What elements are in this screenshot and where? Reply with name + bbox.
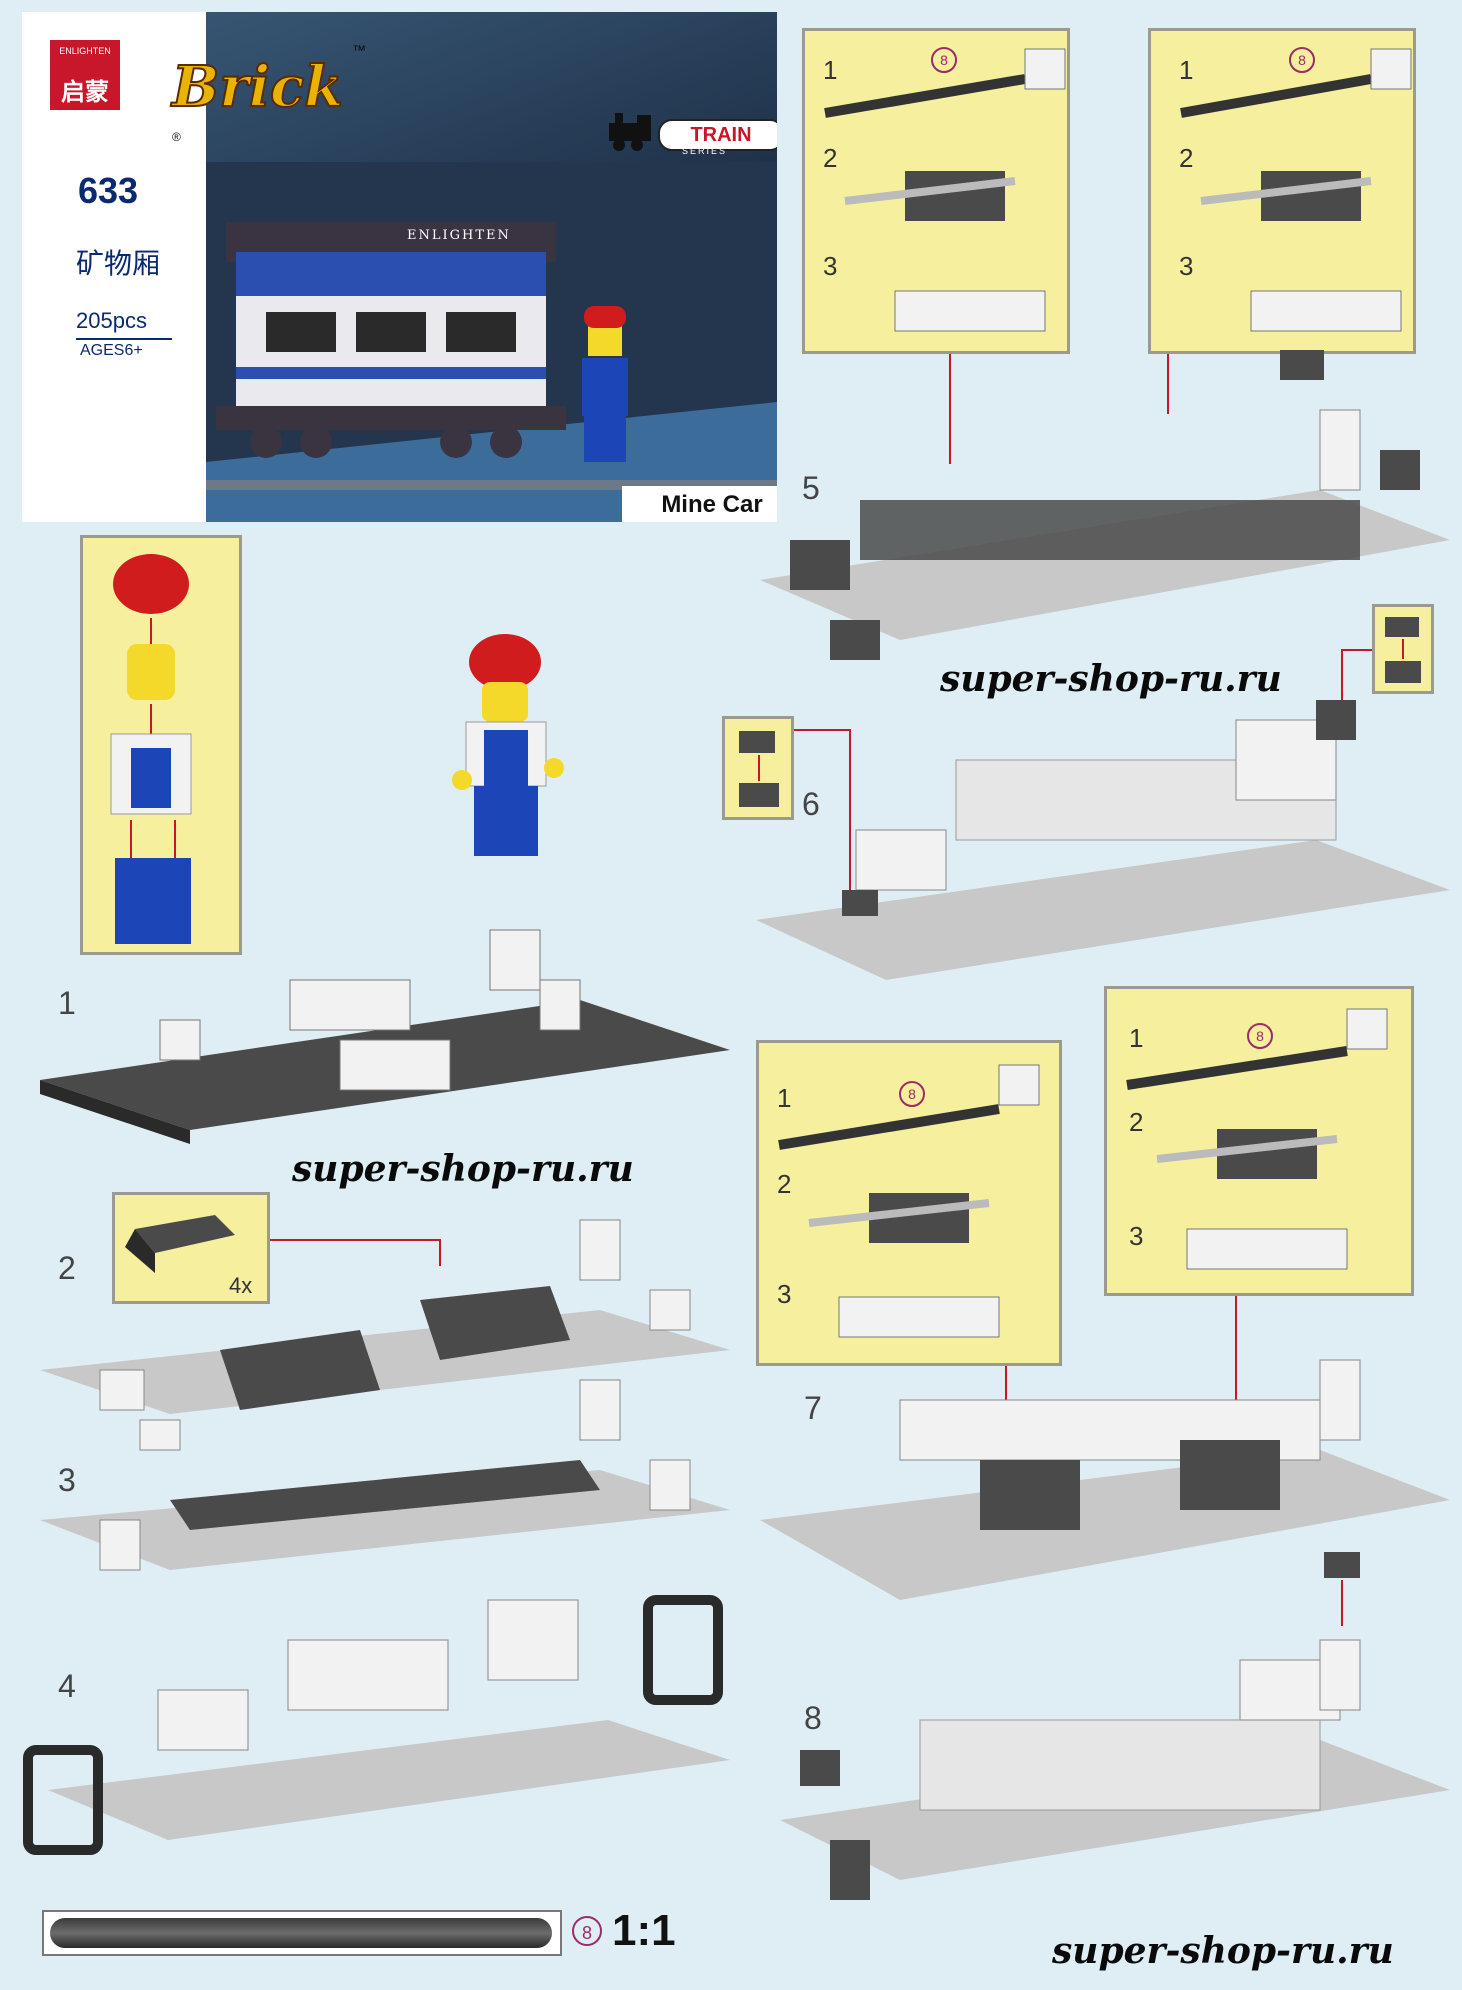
step-5-subassembly-callout-left: 1 2 3 8 xyxy=(802,28,1070,354)
step-number: 5 xyxy=(802,470,820,506)
step-7-subassembly-callout-left: 1 2 3 8 xyxy=(756,1040,1062,1366)
car-side-lettering: ENLIGHTEN xyxy=(407,228,511,243)
part-quantity: 4x xyxy=(229,1273,253,1298)
step-number: 2 xyxy=(58,1250,76,1286)
part-id-badge: 8 xyxy=(1247,1023,1273,1049)
product-name: Mine Car xyxy=(622,486,777,522)
step-5-subassembly-callout-right: 1 2 3 8 xyxy=(1148,28,1416,354)
steam-locomotive-icon xyxy=(609,113,651,151)
piece-count: 205pcs xyxy=(76,308,147,333)
step-7-assembly xyxy=(760,1359,1450,1600)
slope-brick-icon xyxy=(125,1215,235,1273)
step-8-assembly xyxy=(780,1639,1450,1900)
step-3-assembly xyxy=(40,1379,730,1571)
registered-mark: ® xyxy=(172,130,181,144)
enlighten-logo: ENLIGHTEN 启蒙 xyxy=(50,40,120,110)
mine-car-illustration xyxy=(206,162,777,522)
step-number: 8 xyxy=(804,1700,822,1736)
plate-brick-icon xyxy=(739,731,779,807)
step-number: 1 xyxy=(58,985,76,1021)
train-series-label: SERIES xyxy=(682,146,728,156)
substep-number: 2 xyxy=(1129,1107,1144,1137)
plate-brick-icon xyxy=(1385,617,1421,683)
step-6-part-callout-left xyxy=(722,716,794,820)
step-6-part-callout-right xyxy=(1372,604,1434,694)
assembled-minifig xyxy=(452,634,564,856)
substep-number: 3 xyxy=(777,1279,792,1309)
set-number: 633 xyxy=(78,170,139,211)
step-7-subassembly-callout-right: 1 2 3 8 xyxy=(1104,986,1414,1296)
substep-number: 1 xyxy=(1129,1023,1144,1053)
arrow xyxy=(949,354,1169,464)
substep-number: 1 xyxy=(823,55,838,85)
set-name-chinese: 矿物厢 xyxy=(76,247,161,280)
trademark-mark: ™ xyxy=(352,42,366,58)
train-badge: TRAIN xyxy=(658,119,777,151)
substep-number: 2 xyxy=(1179,143,1194,173)
part-id-badge: 8 xyxy=(572,1916,602,1946)
substep-number: 3 xyxy=(1129,1221,1144,1251)
part-id-badge: 8 xyxy=(931,47,957,73)
axle-assembly-diagram xyxy=(778,1064,1040,1338)
axle-assembly-diagram xyxy=(824,48,1066,332)
step-2-assembly xyxy=(40,1219,730,1451)
minifig-parts-diagram xyxy=(110,554,192,944)
watermark: super-shop-ru.ru xyxy=(1052,1930,1394,1972)
watermark: super-shop-ru.ru xyxy=(292,1148,634,1190)
arrow xyxy=(794,649,1372,896)
substep-number: 3 xyxy=(823,251,838,281)
substep-number: 3 xyxy=(1179,251,1194,281)
step-number: 3 xyxy=(58,1462,76,1498)
step-number: 6 xyxy=(802,786,820,822)
step-number: 7 xyxy=(804,1390,822,1426)
part-id-badge: 8 xyxy=(899,1081,925,1107)
step-4-assembly xyxy=(23,1595,730,1855)
axle-assembly-diagram xyxy=(1180,48,1412,332)
scale-ratio: 1:1 xyxy=(612,1906,676,1955)
cover-image: ENLIGHTEN 启蒙 Brick ™ ® 633 矿物厢 205pcs AG… xyxy=(22,12,777,522)
step-number: 4 xyxy=(58,1668,76,1704)
step-6-assembly xyxy=(756,700,1450,980)
age-rating: AGES6+ xyxy=(80,342,143,359)
scale-axle-icon xyxy=(50,1918,552,1948)
substep-number: 1 xyxy=(777,1083,792,1113)
divider xyxy=(76,338,172,340)
substep-number: 1 xyxy=(1179,55,1194,85)
step-2-part-callout: 4x xyxy=(112,1192,270,1304)
arrow xyxy=(270,1239,441,1266)
axle-assembly-diagram xyxy=(1126,1008,1388,1270)
watermark: super-shop-ru.ru xyxy=(940,658,1282,700)
step-1-baseplate xyxy=(40,929,730,1144)
step-5-assembly xyxy=(760,350,1450,660)
plate-brick-icon xyxy=(1324,1552,1360,1626)
substep-number: 2 xyxy=(777,1169,792,1199)
substep-number: 2 xyxy=(823,143,838,173)
brick-logo: Brick xyxy=(171,53,344,121)
part-id-badge: 8 xyxy=(1289,47,1315,73)
minifig-assembly-callout xyxy=(80,535,242,955)
